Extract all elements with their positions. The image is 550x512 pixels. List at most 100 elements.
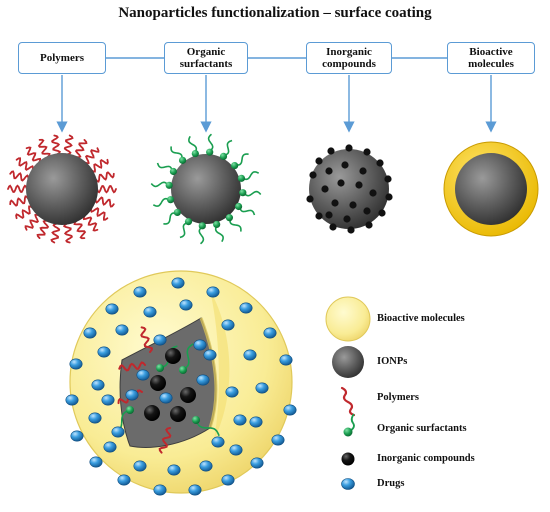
drug-molecule (179, 299, 193, 311)
inorganic-particle (180, 387, 196, 403)
bioactive-coated-nanoparticle (443, 141, 539, 237)
polymer-chain (50, 222, 61, 244)
surfactant-tail (188, 135, 198, 153)
drug-molecule (167, 464, 181, 476)
drug-molecule (153, 334, 167, 346)
inorganic-particle (329, 223, 337, 231)
drug-molecule (196, 374, 210, 386)
drug-molecule (133, 286, 147, 298)
polymer-chain (118, 361, 146, 372)
surfactant-head (237, 174, 246, 182)
surfactant-head (239, 189, 247, 197)
inorganic-particle (341, 161, 349, 169)
drug-molecule (229, 444, 243, 456)
polymer-chain (24, 213, 40, 231)
inorganic-particle (343, 215, 351, 223)
inorganic-particle (355, 181, 363, 189)
polymer-chain (15, 157, 34, 171)
drug-molecule (283, 404, 297, 416)
drug-molecule (159, 392, 173, 404)
polymer-chain (15, 205, 34, 220)
polymer-chain (9, 170, 30, 182)
drug-molecule (271, 434, 285, 446)
drug-molecule (249, 416, 263, 428)
polymer-chain (36, 219, 50, 239)
surfactant-tail (195, 419, 220, 437)
polymer-chain (25, 146, 42, 164)
surfactant-head (166, 196, 175, 204)
surfactant-tail (179, 221, 189, 239)
surfactant-head (165, 181, 173, 189)
surfactant-head (169, 167, 178, 176)
inorganic-particle (315, 157, 323, 165)
drug-molecule (70, 430, 84, 442)
surfactant-tail (198, 226, 205, 245)
surfactant-coated-nanoparticle (150, 133, 262, 245)
surfactant-tail (243, 190, 262, 197)
polymer-chain (7, 184, 28, 194)
surfactant-head (192, 416, 200, 424)
polymer-chain (63, 222, 73, 244)
polymer-chain (9, 195, 30, 207)
inorganic-particle (385, 193, 393, 201)
legend-label-bioactive-molecules: Bioactive molecules (377, 313, 465, 324)
drug-molecule (225, 386, 239, 398)
category-box-bioactive-molecules: Bioactive molecules (447, 42, 535, 74)
drug-molecule (103, 441, 117, 453)
polymer-chain (90, 158, 109, 173)
inorganic-particle (365, 221, 373, 229)
polymer-chain (94, 171, 115, 183)
surfactant-head (198, 222, 206, 230)
legend (325, 296, 371, 490)
surfactant-head (231, 161, 239, 170)
polymer-chain (73, 219, 87, 240)
drug-molecule (188, 484, 202, 496)
drug-molecule (206, 286, 220, 298)
surfactant-tail (170, 146, 183, 160)
inorganic-particle (369, 189, 377, 197)
surfactant-tail (156, 162, 174, 172)
legend-icon-bioactive-molecules (325, 296, 371, 342)
drug-molecule (69, 358, 83, 370)
drug-molecule (279, 354, 293, 366)
inorganic-particle (384, 175, 392, 183)
polymer-chain (96, 184, 117, 194)
surfactant-head (219, 152, 228, 161)
drug-molecule (203, 349, 217, 361)
polymer-chain (51, 134, 61, 156)
drug-molecule (101, 394, 115, 406)
surfactant-tail (152, 197, 170, 207)
drug-molecule (193, 339, 207, 351)
drug-molecule (133, 460, 147, 472)
surfactant-head (126, 406, 134, 414)
inorganic-particle (325, 167, 333, 175)
drug-molecule (171, 277, 185, 289)
drug-molecule (105, 303, 119, 315)
category-box-inorganic-compounds: Inorganic compounds (306, 42, 392, 74)
surfactant-head (234, 202, 243, 211)
surfactant-tail (242, 171, 260, 181)
polymer-chain (158, 427, 172, 454)
surfactant-tail (214, 225, 224, 243)
surfactant-tail (182, 343, 194, 371)
drug-molecule (117, 474, 131, 486)
surfactant-head (206, 148, 214, 156)
drug-molecule (239, 302, 253, 314)
inorganic-particle (337, 179, 345, 187)
legend-icon-inorganic-compounds (341, 452, 355, 466)
inorganic-particle (331, 199, 339, 207)
drug-molecule (211, 436, 225, 448)
inorganic-particle (170, 406, 186, 422)
drug-molecule (91, 379, 105, 391)
drug-molecule (89, 456, 103, 468)
inorganic-particle (306, 195, 314, 203)
surfactant-head (191, 149, 199, 158)
ionp-core (171, 154, 241, 224)
drug-molecule (233, 414, 247, 426)
drug-molecule (83, 327, 97, 339)
legend-label-drugs: Drugs (377, 478, 405, 489)
polymer-coated-nanoparticle (7, 134, 117, 244)
polymer-chain (140, 326, 153, 353)
inorganic-particle (150, 375, 166, 391)
